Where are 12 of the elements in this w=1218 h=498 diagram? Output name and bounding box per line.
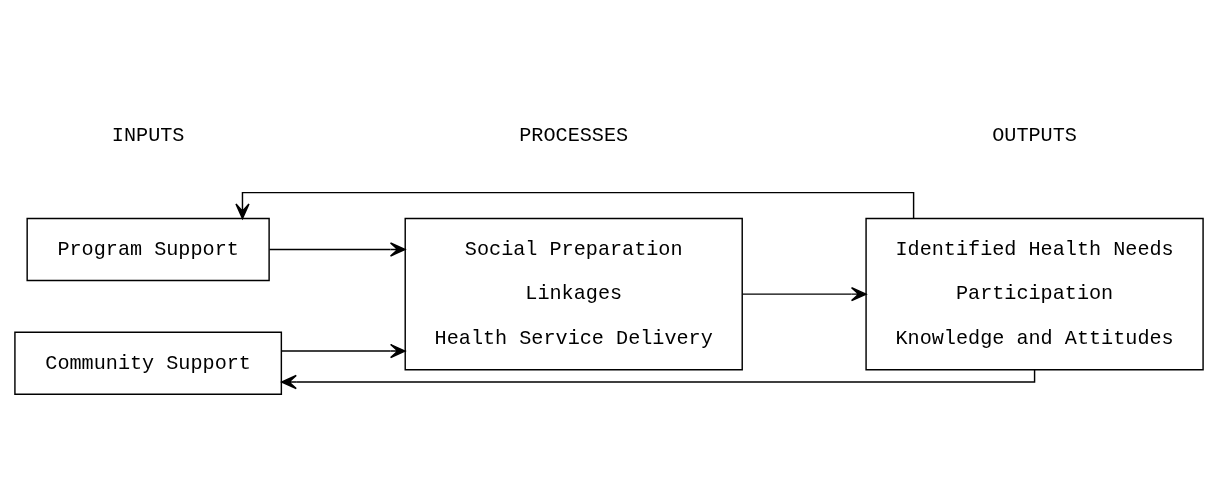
label: INPUTS [111,123,185,147]
arrow [281,368,1036,389]
node-box: Social Preparation Linkages Health Service Delivery [404,217,743,370]
arrow [742,286,867,301]
arrow [235,191,915,219]
label: OUTPUTS [992,123,1077,147]
label: PROCESSES [519,123,629,147]
node-box: Identified Health Needs Participation Knowledge and Attitudes [865,217,1204,370]
node-box: Community Support [14,331,283,395]
node-box: Program Support [26,217,270,281]
arrow [268,241,406,257]
arrow [280,343,406,358]
